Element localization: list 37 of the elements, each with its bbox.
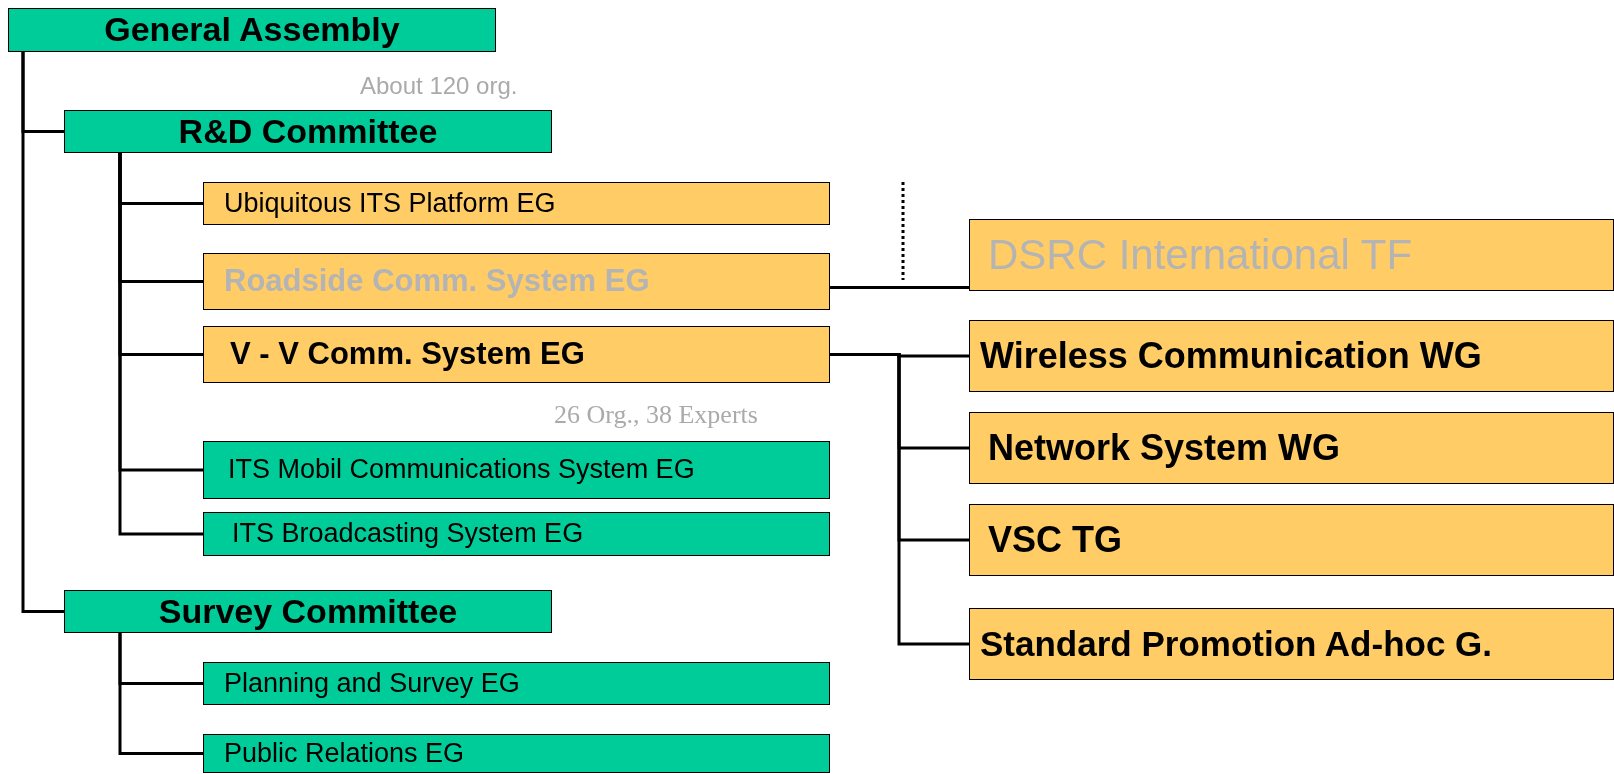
group-box (203, 662, 830, 705)
node-label: Planning and Survey EG (224, 668, 520, 699)
annotation-text: 26 Org., 38 Experts (554, 400, 758, 430)
group-box (969, 608, 1614, 680)
group-box (203, 326, 830, 383)
node-label: Ubiquitous ITS Platform EG (224, 188, 556, 219)
group-box (203, 253, 830, 310)
node-label: Standard Promotion Ad-hoc G. (980, 624, 1493, 664)
connector-line (118, 633, 203, 755)
node-label: Roadside Comm. System EG (224, 264, 650, 299)
node-label: Public Relations EG (224, 738, 465, 769)
node-label: VSC TG (988, 520, 1122, 560)
group-box (969, 219, 1614, 291)
group-box (203, 182, 830, 225)
connector-line (118, 153, 203, 536)
node-label: ITS Mobil Communications System EG (228, 455, 695, 485)
group-box (203, 441, 830, 499)
node-label: Network System WG (988, 428, 1341, 468)
committee-box (64, 110, 552, 153)
node-label: R&D Committee (178, 112, 438, 151)
group-box (969, 320, 1614, 392)
group-box (203, 512, 830, 556)
group-box (969, 412, 1614, 484)
connector-line (21, 52, 64, 613)
node-label: Wireless Communication WG (980, 336, 1482, 376)
node-label: Survey Committee (158, 592, 458, 631)
connector-line (830, 353, 969, 646)
node-label: V - V Comm. System EG (230, 337, 585, 372)
group-box (203, 734, 830, 773)
committee-box (8, 8, 496, 52)
node-label: DSRC International TF (988, 231, 1413, 279)
annotation-text: About 120 org. (360, 72, 518, 100)
node-label: General Assembly (104, 11, 400, 49)
node-label: ITS Broadcasting System EG (232, 519, 584, 549)
connector-line (830, 286, 969, 289)
group-box (969, 504, 1614, 576)
committee-box (64, 590, 552, 633)
